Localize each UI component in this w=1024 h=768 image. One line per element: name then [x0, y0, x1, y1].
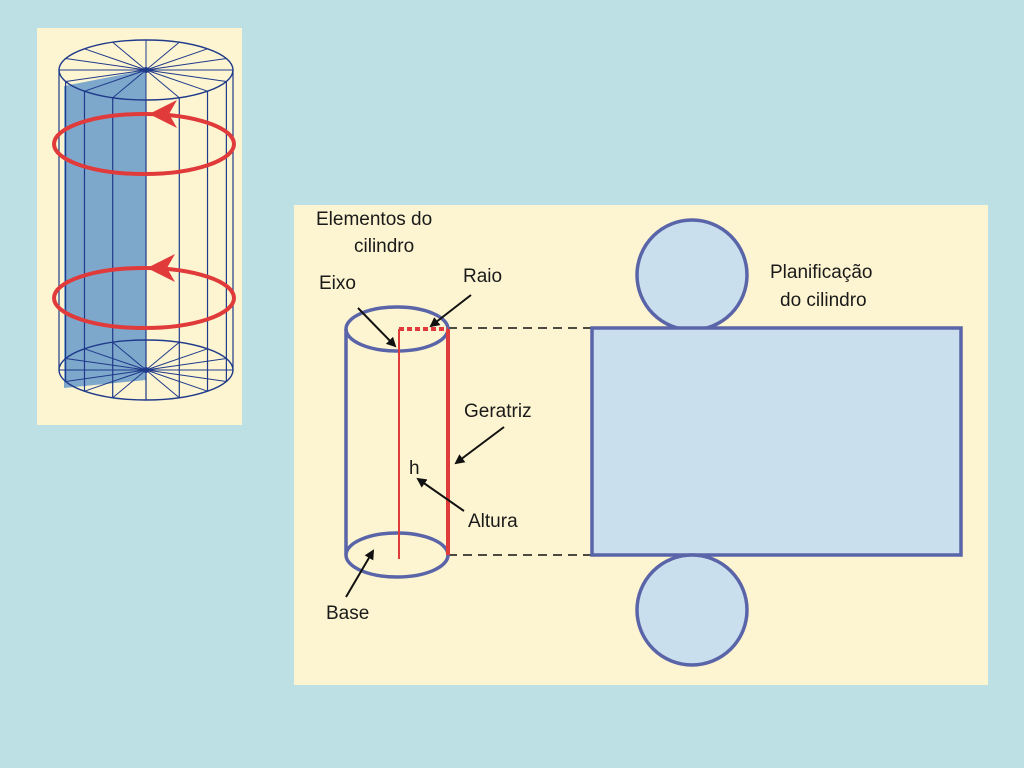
radial-spoke [145, 69, 227, 82]
radial-spoke [145, 369, 180, 399]
radial-spoke [145, 341, 180, 371]
radial-spoke [145, 41, 180, 71]
radial-spoke [145, 69, 208, 92]
elements-title-line1: Elementos do [316, 209, 432, 230]
radial-spoke [112, 69, 147, 99]
raio-arrow [429, 294, 472, 328]
rotation-cylinder-panel [37, 28, 242, 425]
rotation-arrow-upper [52, 112, 236, 176]
rotation-cylinder-figure [52, 39, 236, 401]
label-eixo: Eixo [319, 273, 356, 294]
radial-spoke [145, 348, 208, 371]
rotation-arrowhead-upper-icon [149, 100, 177, 128]
elements-title-line2: cilindro [354, 236, 414, 257]
net-title-line2: do cilindro [780, 290, 867, 311]
altura-arrow [416, 477, 465, 512]
base-arrow [345, 549, 375, 598]
label-h: h [409, 458, 420, 479]
geratriz-arrow [454, 426, 505, 465]
label-base: Base [326, 603, 369, 624]
eixo-arrow [357, 307, 397, 348]
radial-spoke [65, 358, 147, 371]
cylinder-elements-panel: Elementos do cilindro Eixo Raio Geratriz… [294, 205, 988, 685]
radial-spoke [112, 41, 147, 71]
label-raio: Raio [463, 266, 502, 287]
radial-spoke [145, 48, 208, 71]
label-geratriz: Geratriz [464, 401, 532, 422]
radial-spoke [65, 369, 147, 382]
radial-spokes [59, 40, 233, 400]
label-altura: Altura [468, 511, 518, 532]
radial-spoke [84, 369, 147, 392]
radial-spoke [65, 69, 147, 82]
radial-spoke [84, 348, 147, 371]
cylinder-elements-figure: Elementos do cilindro Eixo Raio Geratriz… [316, 209, 963, 667]
radial-spoke [145, 58, 227, 71]
radial-spoke [145, 369, 208, 392]
radial-spoke [145, 69, 180, 99]
rotation-arrow-lower [52, 266, 236, 330]
radial-spoke [145, 358, 227, 371]
generator-lines [58, 70, 234, 400]
net-lateral-rectangle [590, 326, 963, 557]
radial-spoke [145, 369, 227, 382]
rotation-arrowhead-lower-icon [147, 254, 175, 282]
axis-bottom-dot [143, 367, 149, 373]
radial-spoke [65, 58, 147, 71]
net-top-circle [635, 218, 749, 332]
net-title-line1: Planificação [770, 262, 872, 283]
net-bottom-circle [635, 553, 749, 667]
axis-top-dot [143, 67, 149, 73]
radial-spoke [84, 69, 147, 92]
radial-spoke [84, 48, 147, 71]
radial-spoke [112, 369, 147, 399]
radial-spoke [112, 341, 147, 371]
